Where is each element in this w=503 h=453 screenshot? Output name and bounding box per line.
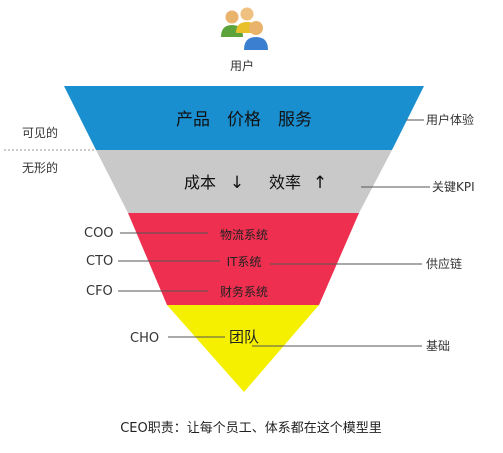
role-coo: COO <box>84 226 114 241</box>
footer-caption: CEO职责：让每个员工、体系都在这个模型里 <box>120 420 382 436</box>
layer-red-item-logistics: 物流系统 <box>220 228 268 242</box>
layer-bottom <box>167 305 319 392</box>
right-label-foundation: 基础 <box>426 339 450 353</box>
right-label-supply-chain: 供应链 <box>426 256 462 271</box>
layer-top-text: 产品 价格 服务 <box>176 110 312 130</box>
right-label-user-experience: 用户体验 <box>426 112 474 127</box>
layer-middle <box>96 150 392 213</box>
layer-red-item-finance: 财务系统 <box>220 284 268 299</box>
label-visible: 可见的 <box>22 125 58 140</box>
right-label-key-kpi: 关键KPI <box>432 180 475 194</box>
layer-middle-text-right: 效率 <box>269 173 301 192</box>
layer-red-item-it: IT系统 <box>227 255 262 269</box>
layer-middle-arrow-left: ↓ <box>230 173 244 193</box>
layer-middle-text-left: 成本 <box>184 173 216 192</box>
label-invisible: 无形的 <box>22 160 58 175</box>
layer-middle-arrow-right: ↑ <box>313 173 327 193</box>
layer-top <box>64 86 424 150</box>
layer-red <box>128 213 359 305</box>
role-cto: CTO <box>86 254 113 269</box>
layer-bottom-text: 团队 <box>229 328 259 346</box>
role-cho: CHO <box>130 331 159 346</box>
top-user-label: 用户 <box>230 58 254 73</box>
users-group-icon <box>221 7 268 50</box>
role-cfo: CFO <box>86 284 113 299</box>
